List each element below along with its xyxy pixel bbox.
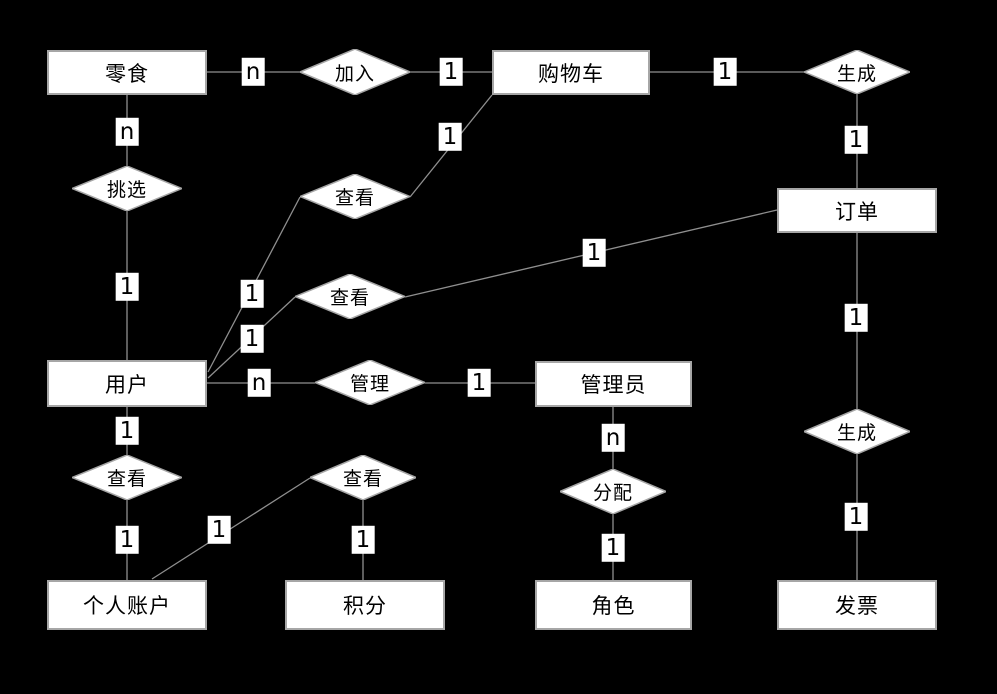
relationship-label: 管理 [349,373,390,395]
relationship-label: 分配 [592,482,633,504]
relationship-view-points: 查看 [310,455,416,500]
entity-label: 管理员 [580,373,647,397]
relationship-assign: 分配 [560,469,666,514]
entity-points: 积分 [285,580,445,630]
entity-label: 零食 [105,61,149,86]
cardinality-label: n [247,368,271,398]
relationship-label: 生成 [836,422,877,444]
cardinality-label: 1 [115,416,139,446]
relationship-pick: 挑选 [72,166,182,211]
cardinality-label: n [115,117,139,147]
relationship-label: 查看 [106,468,147,490]
cardinality-label: n [241,57,265,87]
cardinality-label: 1 [601,533,625,563]
cardinality-label: n [601,423,625,453]
entity-personal-account: 个人账户 [47,580,207,630]
entity-shopping-cart: 购物车 [492,50,650,95]
cardinality-label: 1 [351,525,375,555]
entity-label: 积分 [343,594,387,618]
entity-role: 角色 [535,580,692,630]
relationship-label: 查看 [329,287,370,309]
relationship-label: 生成 [836,62,877,85]
cardinality-label: 1 [582,238,606,268]
entity-order: 订单 [777,188,937,233]
cardinality-label: 1 [240,279,264,309]
cardinality-label: 1 [207,515,231,545]
entity-invoice: 发票 [777,580,937,630]
entity-label: 订单 [835,199,879,224]
entity-user: 用户 [47,360,207,407]
relationship-label: 挑选 [106,179,147,201]
cardinality-label: 1 [467,368,491,398]
relationship-view-cart: 查看 [300,174,410,219]
entity-label: 个人账户 [83,594,171,618]
cardinality-label: 1 [115,272,139,302]
relationship-generate-invoice: 生成 [804,409,910,454]
relationship-view-account: 查看 [72,455,182,500]
relationship-manage: 管理 [315,360,425,405]
entity-snack: 零食 [47,50,207,95]
relationship-view-order: 查看 [295,274,405,319]
cardinality-label: 1 [844,125,868,155]
cardinality-label: 1 [713,57,737,87]
cardinality-label: 1 [844,303,868,333]
entity-admin: 管理员 [535,361,692,407]
relationship-join: 加入 [300,49,410,95]
relationship-label: 加入 [334,62,375,85]
relationship-label: 查看 [342,468,383,490]
relationship-generate-order: 生成 [804,50,910,94]
entity-label: 购物车 [538,61,604,86]
cardinality-label: 1 [844,502,868,532]
cardinality-label: 1 [115,525,139,555]
cardinality-label: 1 [240,324,264,354]
connector-line [151,477,311,580]
entity-label: 用户 [105,372,149,397]
entity-label: 发票 [835,594,879,618]
relationship-label: 查看 [334,187,375,209]
cardinality-label: 1 [439,57,463,87]
cardinality-label: 1 [438,122,462,152]
entity-label: 角色 [591,594,636,618]
